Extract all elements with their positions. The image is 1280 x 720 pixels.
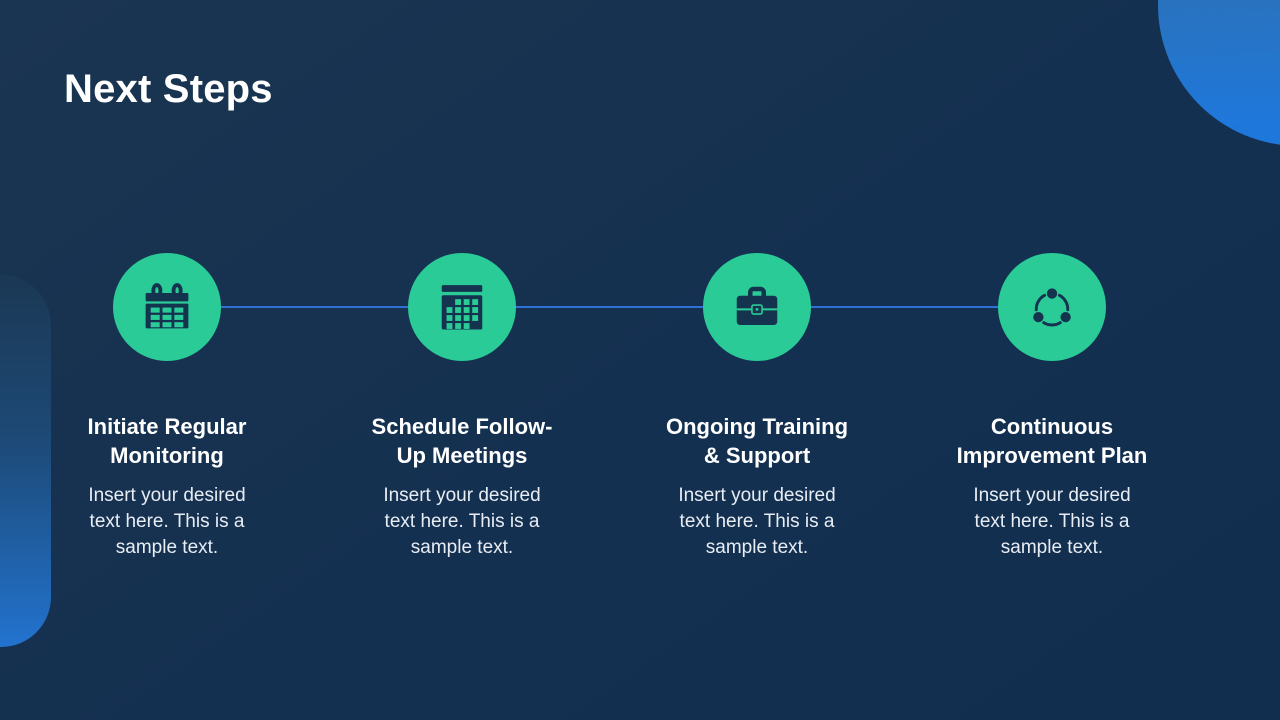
step-description: Insert your desired text here. This is a… [973,485,1131,558]
step-schedule-follow-up-meetings: Schedule Follow-Up Meetings Insert your … [347,253,577,561]
step-description: Insert your desired text here. This is a… [383,485,541,558]
step-description: Insert your desired text here. This is a… [88,485,246,558]
decorative-edge-pill [0,275,51,647]
step-title: Ongoing Training & Support [665,414,849,468]
slide-title: Next Steps [64,66,273,111]
timeline-connector-line [167,306,1052,308]
step-title: Continuous Improvement Plan [956,414,1148,468]
step-icon-circle [113,253,221,361]
briefcase-icon [736,286,778,325]
step-title: Initiate Regular Monitoring [87,414,247,468]
step-icon-circle [703,253,811,361]
step-icon-circle [408,253,516,361]
step-icon-circle [998,253,1106,361]
share-cycle-icon [1033,288,1071,327]
decorative-corner-circle [1158,0,1280,146]
step-continuous-improvement-plan: Continuous Improvement Plan Insert your … [937,253,1167,561]
calendar-grid-icon [441,285,483,330]
step-initiate-regular-monitoring: Initiate Regular Monitoring Insert your … [52,253,282,561]
step-description: Insert your desired text here. This is a… [678,485,836,558]
step-title: Schedule Follow-Up Meetings [371,414,553,468]
calendar-rings-icon [145,283,189,329]
step-ongoing-training-support: Ongoing Training & Support Insert your d… [642,253,872,561]
steps-timeline: Initiate Regular Monitoring Insert your … [52,253,1167,561]
